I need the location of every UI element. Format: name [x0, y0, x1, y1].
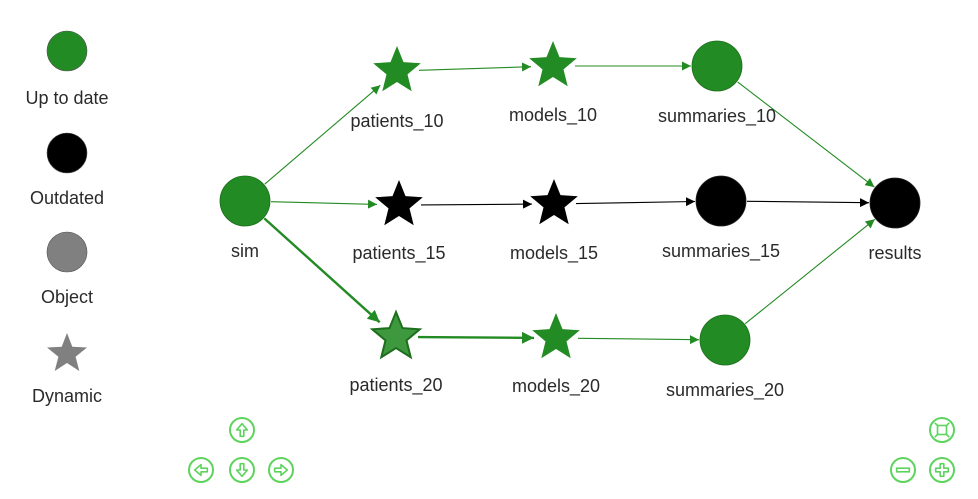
circle-icon — [869, 177, 921, 229]
node-label: patients_10 — [350, 111, 443, 132]
star-icon — [532, 313, 580, 359]
node-sim[interactable]: sim — [219, 175, 271, 261]
node-label: models_15 — [510, 243, 598, 264]
node-label: summaries_15 — [662, 241, 780, 262]
edge-summaries_20-to-results — [744, 218, 876, 325]
edge-summaries_10-to-results — [737, 81, 875, 188]
zoom-fit-button[interactable] — [929, 417, 955, 443]
arrow-right-icon — [273, 463, 289, 477]
edge-models_15-to-summaries_15 — [575, 197, 696, 207]
edge-patients_15-to-models_15 — [420, 199, 533, 209]
legend-item: Up to date — [25, 30, 109, 108]
circle-icon — [691, 40, 743, 92]
legend-label: Outdated — [30, 188, 104, 208]
node-results[interactable]: results — [868, 177, 922, 263]
node-summaries_10[interactable]: summaries_10 — [658, 40, 776, 127]
nav-down-button[interactable] — [229, 457, 255, 483]
node-label: summaries_10 — [658, 106, 776, 127]
node-label: models_10 — [509, 105, 597, 126]
edges — [263, 61, 876, 345]
star-icon — [529, 41, 577, 87]
node-patients_10[interactable]: patients_10 — [350, 46, 444, 132]
legend-circle-icon — [46, 30, 88, 72]
zoom-out-icon — [895, 467, 911, 473]
zoom-in-icon — [934, 462, 950, 478]
node-summaries_15[interactable]: summaries_15 — [662, 175, 780, 262]
legend-circle-icon — [46, 132, 88, 174]
legend-star-icon — [47, 333, 87, 371]
node-label: sim — [231, 241, 259, 261]
edge-sim-to-patients_20 — [263, 217, 381, 324]
nav-up-button[interactable] — [229, 417, 255, 443]
edge-patients_10-to-models_10 — [418, 62, 532, 72]
edge-sim-to-patients_10 — [264, 84, 381, 185]
node-models_15[interactable]: models_15 — [510, 179, 598, 264]
node-models_20[interactable]: models_20 — [512, 313, 600, 397]
node-label: patients_20 — [349, 375, 442, 396]
legend-item: Outdated — [30, 132, 104, 208]
node-summaries_20[interactable]: summaries_20 — [666, 314, 784, 401]
legend-label: Up to date — [25, 88, 108, 108]
star-icon — [530, 179, 578, 225]
node-patients_15[interactable]: patients_15 — [352, 180, 446, 264]
node-label: patients_15 — [352, 243, 445, 264]
star-icon — [375, 180, 423, 226]
node-label: summaries_20 — [666, 380, 784, 401]
legend-item: Object — [41, 231, 93, 307]
arrow-left-icon — [193, 463, 209, 477]
node-patients_20[interactable]: patients_20 — [349, 309, 443, 396]
circle-icon — [219, 175, 271, 227]
legend-item: Dynamic — [32, 333, 102, 406]
circle-icon — [695, 175, 747, 227]
nav-left-button[interactable] — [188, 457, 214, 483]
edge-sim-to-patients_15 — [270, 199, 378, 209]
edge-models_20-to-summaries_20 — [577, 335, 700, 345]
legend-circle-icon — [46, 231, 88, 273]
legend-label: Object — [41, 287, 93, 307]
edge-patients_20-to-models_20 — [417, 331, 535, 344]
star-icon — [373, 46, 421, 92]
arrow-up-icon — [235, 422, 249, 438]
edge-summaries_15-to-results — [746, 198, 870, 208]
node-label: models_20 — [512, 376, 600, 397]
circle-icon — [699, 314, 751, 366]
zoom-out-button[interactable] — [890, 457, 916, 483]
arrow-down-icon — [235, 462, 249, 478]
star-icon — [369, 309, 423, 360]
zoom-in-button[interactable] — [929, 457, 955, 483]
node-models_10[interactable]: models_10 — [509, 41, 597, 126]
zoom-extents-icon — [934, 422, 950, 438]
node-label: results — [868, 243, 921, 263]
nav-right-button[interactable] — [268, 457, 294, 483]
nodes: sim patients_10 models_10 summaries_10patie… — [219, 40, 922, 401]
legend-label: Dynamic — [32, 386, 102, 406]
